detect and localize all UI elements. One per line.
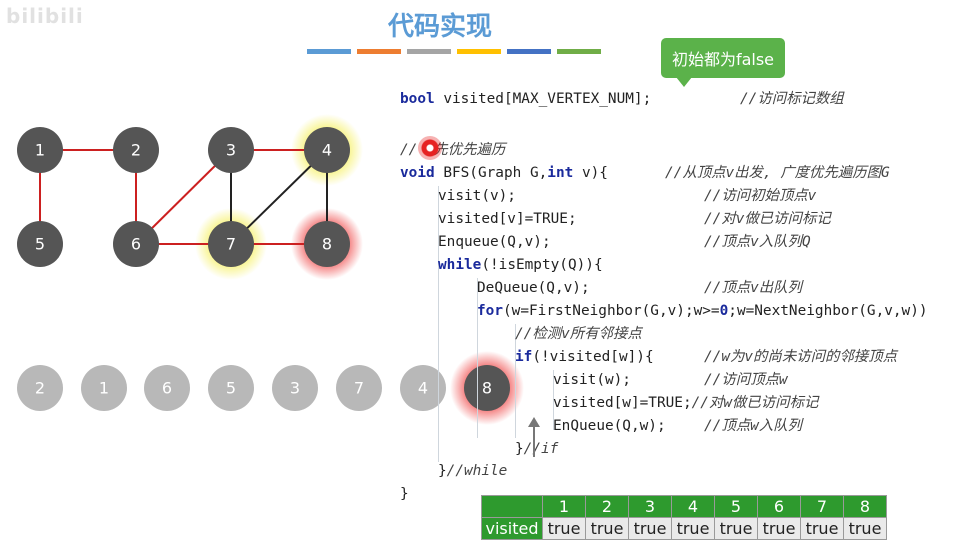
svg-text:7: 7 (354, 379, 364, 398)
table-cell: true (800, 517, 844, 540)
code-line-13: visited[w]=TRUE;//对w做已访问标记 (553, 395, 819, 411)
svg-text:1: 1 (35, 141, 45, 160)
queue-item: 1 (81, 365, 127, 411)
graph-node-5: 5 (17, 221, 63, 267)
code-line-12: visit(w);//访问顶点w (553, 372, 788, 388)
svg-text:4: 4 (322, 141, 332, 160)
color-bar-6 (557, 49, 601, 54)
svg-text:7: 7 (226, 235, 236, 254)
indent-guide (477, 278, 478, 438)
graph-node-7: 7 (208, 221, 254, 267)
svg-text:5: 5 (35, 235, 45, 254)
svg-text:4: 4 (418, 379, 428, 398)
queue-item: 3 (272, 365, 318, 411)
table-corner (481, 495, 543, 518)
svg-text:2: 2 (131, 141, 141, 160)
code-line-9: for(w=FirstNeighbor(G,v);w>=0;w=NextNeig… (477, 303, 928, 319)
color-bar-2 (357, 49, 401, 54)
color-bar-5 (507, 49, 551, 54)
svg-text:3: 3 (290, 379, 300, 398)
color-bar-3 (407, 49, 451, 54)
indent-guide (553, 370, 554, 430)
indent-guide (515, 324, 516, 438)
table-header: 8 (843, 495, 887, 518)
table-header: 7 (800, 495, 844, 518)
bilibili-watermark: bilibili (6, 4, 84, 28)
graph-node-4: 4 (304, 127, 350, 173)
graph-node-2: 2 (113, 127, 159, 173)
callout-badge: 初始都为false (661, 38, 785, 78)
table-cell: true (671, 517, 715, 540)
graph-node-3: 3 (208, 127, 254, 173)
table-cell: true (542, 517, 586, 540)
code-line-2: //先优先遍历 (400, 142, 506, 158)
queue-item-active: 8 (464, 365, 510, 411)
slide-title: 代码实现 (387, 12, 492, 42)
table-header: 3 (628, 495, 672, 518)
table-header: 6 (757, 495, 801, 518)
queue-item: 5 (208, 365, 254, 411)
table-header: 1 (542, 495, 586, 518)
svg-text:5: 5 (226, 379, 236, 398)
table-header: 2 (585, 495, 629, 518)
svg-text:3: 3 (226, 141, 236, 160)
table-row-label: visited (481, 517, 543, 540)
graph-node-6: 6 (113, 221, 159, 267)
code-line-10: //检测v所有邻接点 (515, 326, 642, 342)
table-cell: true (585, 517, 629, 540)
table-cell: true (714, 517, 758, 540)
code-line-6: Enqueue(Q,v);//顶点v入队列Q (438, 234, 811, 250)
visited-table: 1 2 3 4 5 6 7 8 visited true true true t… (481, 495, 887, 540)
visited-table-header-row: 1 2 3 4 5 6 7 8 (481, 495, 887, 518)
code-line-11: if(!visited[w]){//w为v的尚未访问的邻接顶点 (515, 349, 897, 365)
table-cell: true (757, 517, 801, 540)
code-line-14: EnQueue(Q,w);//顶点w入队列 (553, 418, 802, 434)
svg-text:8: 8 (322, 235, 332, 254)
svg-text:6: 6 (131, 235, 141, 254)
code-line-4: visit(v);//访问初始顶点v (438, 188, 817, 204)
code-line-16: }//while (438, 463, 508, 479)
code-line-17: } (400, 486, 409, 502)
table-cell: true (628, 517, 672, 540)
svg-text:2: 2 (35, 379, 45, 398)
queue-item: 4 (400, 365, 446, 411)
queue-item: 6 (144, 365, 190, 411)
table-cell: true (843, 517, 887, 540)
callout-pointer (676, 77, 692, 87)
code-line-1: bool visited[MAX_VERTEX_NUM];//访问标记数组 (400, 91, 844, 107)
up-arrow-icon (528, 417, 540, 457)
table-header: 5 (714, 495, 758, 518)
code-line-7: while(!isEmpty(Q)){ (438, 257, 603, 273)
color-bar-1 (307, 49, 351, 54)
graph-node-1: 1 (17, 127, 63, 173)
table-header: 4 (671, 495, 715, 518)
svg-text:1: 1 (99, 379, 109, 398)
code-line-8: DeQueue(Q,v);//顶点v出队列 (477, 280, 802, 296)
graph-node-8: 8 (304, 221, 350, 267)
code-line-3: void BFS(Graph G,int v){//从顶点v出发, 广度优先遍历… (400, 165, 890, 181)
queue-item: 2 (17, 365, 63, 411)
indent-guide (438, 186, 439, 462)
code-line-15: }//if (515, 441, 559, 457)
pointer-cursor-icon (418, 136, 442, 160)
queue-item: 7 (336, 365, 382, 411)
visited-table-row: visited true true true true true true tr… (481, 517, 887, 540)
code-line-5: visited[v]=TRUE;//对v做已访问标记 (438, 211, 831, 227)
svg-text:6: 6 (162, 379, 172, 398)
svg-text:8: 8 (482, 379, 492, 398)
color-bar-4 (457, 49, 501, 54)
